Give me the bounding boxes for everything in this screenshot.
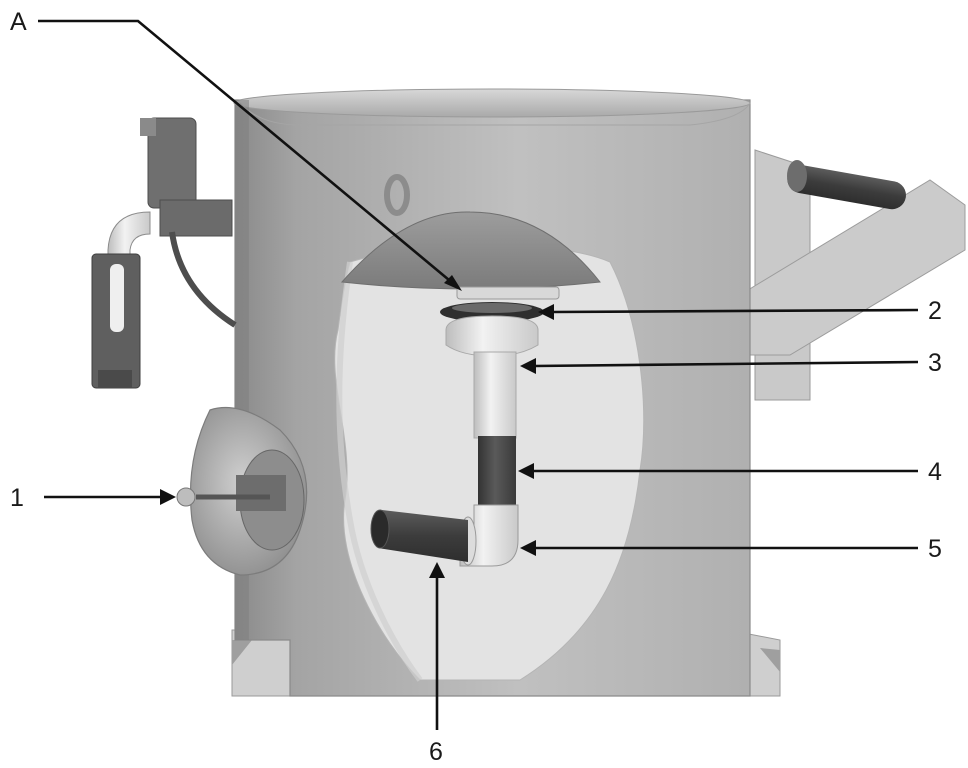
arrowhead-5 [520, 540, 536, 556]
pipe-nipple [445, 315, 539, 439]
lifting-eye [384, 174, 410, 216]
leader-A [38, 19, 456, 286]
outlet-hose [370, 509, 468, 562]
callout-label-1: 1 [10, 484, 24, 512]
arrowhead-6 [429, 562, 445, 578]
arrowhead-4 [518, 463, 534, 479]
leader-3 [533, 360, 919, 368]
callout-label-2: 2 [928, 297, 942, 325]
callout-labels: A 1 2 3 4 5 6 [10, 8, 942, 766]
popup-valve-dome [340, 211, 601, 290]
callout-label-4: 4 [928, 458, 942, 486]
callout-label-A: A [10, 8, 27, 36]
callout-label-5: 5 [928, 535, 942, 563]
arrowhead-1 [160, 489, 176, 505]
arrowhead-3 [520, 358, 536, 374]
inlet-hose [478, 436, 516, 516]
popup-seal-gasket [440, 286, 560, 322]
arrowhead-A [444, 275, 462, 291]
left-plumbing [91, 117, 237, 389]
arrowhead-2 [538, 304, 554, 320]
leader-2 [551, 308, 919, 314]
exhaust-valve [176, 406, 308, 576]
leader-lines [38, 19, 919, 730]
callout-label-3: 3 [928, 349, 942, 377]
callout-label-6: 6 [429, 738, 443, 766]
